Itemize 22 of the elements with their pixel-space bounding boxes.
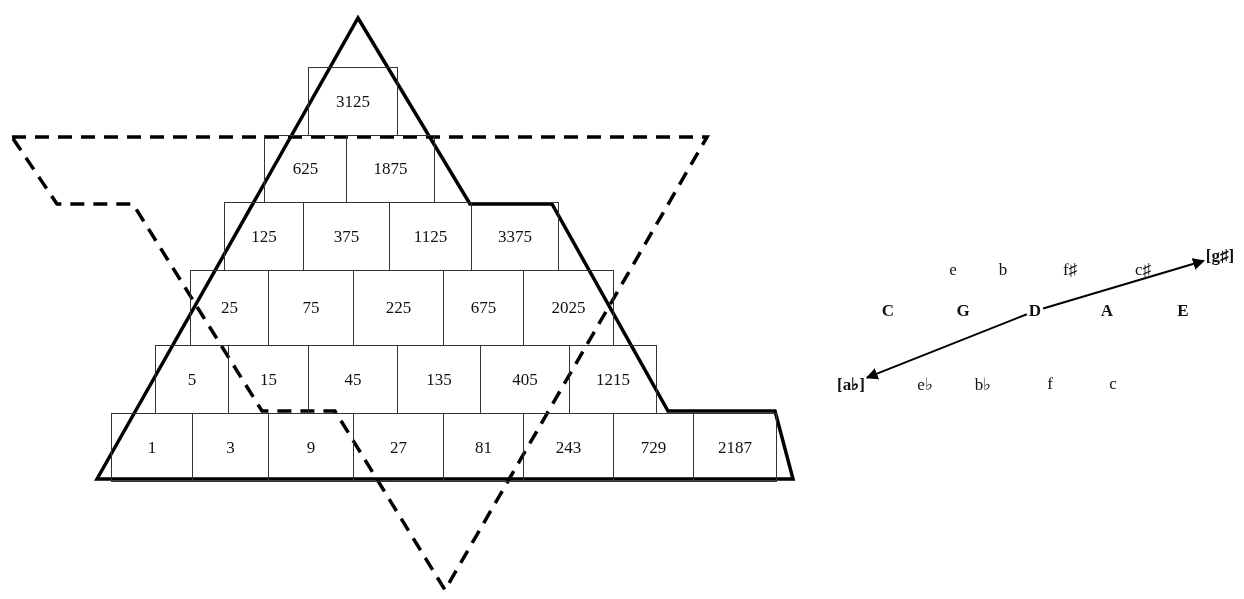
note-name: C	[881, 301, 895, 321]
note-name: E	[1177, 301, 1189, 321]
note-name: b♭	[974, 373, 992, 395]
note-name: G	[956, 301, 970, 321]
note-name: D	[1028, 301, 1042, 321]
note-name: b	[998, 260, 1008, 280]
note-name: [a♭]	[837, 373, 865, 395]
note-name: [g♯]	[1205, 246, 1235, 266]
note-name: c	[1109, 374, 1117, 394]
arrow	[865, 313, 1028, 380]
number-cell: 3375	[471, 202, 559, 271]
note-name: f♯	[1062, 260, 1078, 280]
note-name: A	[1100, 301, 1114, 321]
arrow	[1042, 258, 1205, 310]
number-cell: 1	[111, 413, 193, 482]
note-name: c♯	[1135, 260, 1151, 280]
number-cell: 2187	[693, 413, 777, 482]
note-name: e	[949, 260, 957, 280]
note-name: f	[1047, 374, 1053, 394]
number-cell: 729	[613, 413, 694, 482]
note-name: e♭	[917, 373, 933, 395]
number-cell: 3125	[308, 67, 398, 136]
